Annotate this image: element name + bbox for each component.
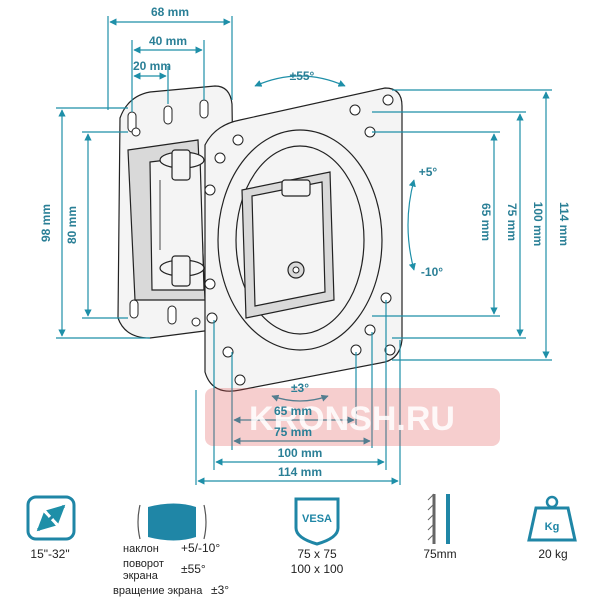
watermark: KRONSH.RU (205, 388, 500, 446)
vesa-hole (204, 278, 216, 290)
wall-slot (163, 105, 173, 125)
swivel-value: ±55° (181, 562, 206, 576)
dim-114-bottom: 114 mm (278, 465, 322, 479)
screen-size-spec: 15"-32" (26, 495, 76, 561)
wall-slot (129, 299, 139, 319)
dimension-lines (56, 16, 552, 485)
vesa-hole (222, 346, 234, 358)
dim-100-bottom: 100 mm (278, 446, 323, 460)
vesa-hole (214, 152, 226, 164)
rotate-label: вращение экрана (113, 585, 203, 597)
screen-size-value: 15"-32" (30, 547, 69, 561)
angle-rotate: ±3° (291, 381, 309, 395)
weight-icon (527, 506, 577, 542)
dim-100-right: 100 mm (531, 202, 545, 247)
dim-65-bottom: 65 mm (274, 404, 312, 418)
weight-spec: Kg 20 kg (527, 495, 577, 561)
wall-slot (167, 305, 177, 325)
vesa-icon (294, 497, 340, 546)
vesa-size-2: 100 x 100 (291, 562, 344, 576)
vesa-hole (384, 344, 396, 356)
tilt-arc (407, 179, 416, 271)
dim-20: 20 mm (133, 59, 171, 73)
watermark-text: KRONSH.RU (249, 400, 455, 438)
wall-hole (131, 127, 141, 137)
rotate-value: ±3° (211, 583, 229, 597)
dim-75-bottom: 75 mm (274, 425, 312, 439)
tilt-label: наклон (123, 543, 159, 555)
weight-badge: Kg (545, 521, 560, 533)
dim-68: 68 mm (151, 5, 189, 19)
vesa-spec: VESA 75 x 75 100 x 100 (291, 497, 344, 576)
vesa-size-1: 75 x 75 (297, 547, 337, 561)
dimension-labels: 68 mm 40 mm 20 mm 98 mm 80 mm 65 mm 75 m… (39, 5, 571, 479)
swivel-label-2: экрана (123, 570, 159, 582)
wall-slot (199, 99, 209, 119)
weight-value: 20 kg (538, 547, 567, 561)
vesa-badge: VESA (302, 513, 332, 525)
dim-98: 98 mm (39, 204, 53, 242)
dim-40: 40 mm (149, 34, 187, 48)
vesa-hole (204, 184, 216, 196)
vesa-plate (204, 87, 403, 392)
rotate-arc (271, 394, 329, 402)
vesa-hole (206, 312, 218, 324)
vesa-hole (232, 134, 244, 146)
angle-swivel: ±55° (290, 69, 315, 83)
screen-size-icon (26, 495, 76, 541)
vesa-hole (234, 374, 246, 386)
swivel-label-1: поворот (123, 558, 164, 570)
motion-spec: наклон +5/-10° поворот экрана ±55° враще… (113, 503, 229, 597)
dim-114-right: 114 mm (557, 202, 571, 246)
hinge-arm (127, 139, 206, 301)
wall-distance-spec: 75mm (423, 493, 457, 561)
vesa-hole (382, 94, 394, 106)
screen-motion-icon (148, 503, 196, 541)
angle-tilt-down: -10° (421, 265, 443, 279)
vesa-hole (349, 104, 361, 116)
vesa-hole (364, 324, 376, 336)
wall-distance-value: 75mm (423, 547, 456, 561)
dim-75-right: 75 mm (505, 203, 519, 241)
swivel-arc (254, 75, 346, 87)
dim-65-right: 65 mm (479, 203, 493, 241)
tilt-value: +5/-10° (181, 541, 220, 555)
wall-hole (191, 317, 201, 327)
angle-tilt-up: +5° (419, 165, 438, 179)
dim-80: 80 mm (65, 206, 79, 244)
spec-row: 15"-32" наклон +5/-10° поворот экрана ±5… (26, 493, 577, 597)
